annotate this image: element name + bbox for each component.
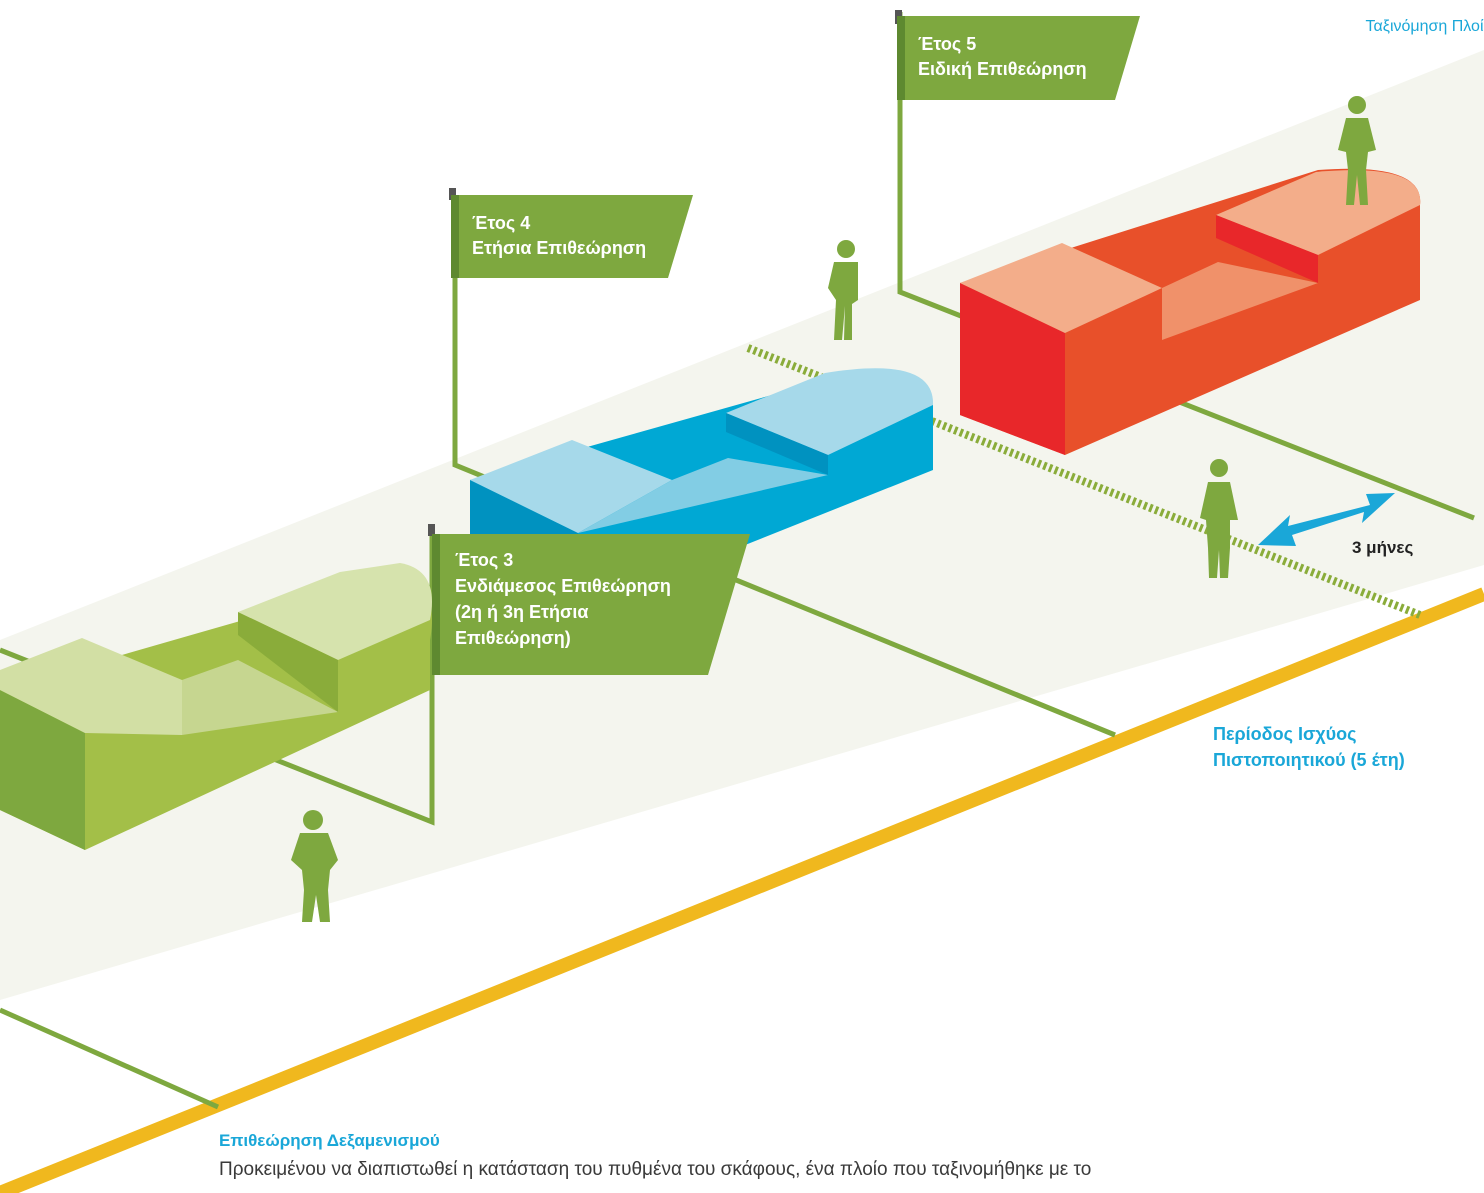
footer-text: Προκειμένου να διαπιστωθεί η κατάσταση τ… bbox=[219, 1159, 1092, 1180]
ship-green bbox=[0, 563, 432, 850]
flag-year3-line2: (2η ή 3η Ετήσια bbox=[455, 602, 588, 622]
certificate-period-line1: Περίοδος Ισχύος bbox=[1213, 724, 1357, 744]
flag-year3-line1: Ενδιάμεσος Επιθεώρηση bbox=[455, 576, 671, 596]
window-months-label: 3 μήνες bbox=[1352, 538, 1414, 557]
flag-year5: Έτος 5 Ειδική Επιθεώρηση bbox=[895, 10, 1140, 100]
flag-year4-title: Έτος 4 bbox=[472, 213, 530, 233]
flag-year4: Έτος 4 Ετήσια Επιθεώρηση bbox=[449, 188, 693, 278]
flag-year5-title: Έτος 5 bbox=[918, 34, 976, 54]
timeline-axis bbox=[0, 587, 1484, 1193]
inspector-figure-icon bbox=[291, 810, 338, 922]
flag-icon bbox=[449, 188, 456, 200]
header-breadcrumb-link[interactable]: Ταξινόμηση Πλοίων bbox=[1365, 18, 1484, 35]
footer-title: Επιθεώρηση Δεξαμενισμού bbox=[219, 1131, 440, 1150]
inspector-figure-icon bbox=[828, 240, 858, 340]
inspector-figure-icon bbox=[1338, 96, 1376, 205]
flag-year3-line3: Επιθεώρηση) bbox=[455, 628, 571, 648]
double-arrow-icon bbox=[1258, 493, 1395, 546]
inspector-figure-icon bbox=[1200, 459, 1238, 578]
flag-year3-title: Έτος 3 bbox=[455, 550, 513, 570]
certificate-period-label: Περίοδος Ισχύος Πιστοποιητικού (5 έτη) bbox=[1213, 721, 1405, 773]
flag-icon bbox=[428, 524, 435, 536]
flag-year4-line1: Ετήσια Επιθεώρηση bbox=[472, 238, 646, 258]
certificate-period-line2: Πιστοποιητικού (5 έτη) bbox=[1213, 750, 1405, 770]
flag-year3: Έτος 3 Ενδιάμεσος Επιθεώρηση (2η ή 3η Ετ… bbox=[428, 524, 750, 675]
flag-year5-line1: Ειδική Επιθεώρηση bbox=[918, 59, 1087, 79]
ship-red bbox=[960, 168, 1421, 455]
